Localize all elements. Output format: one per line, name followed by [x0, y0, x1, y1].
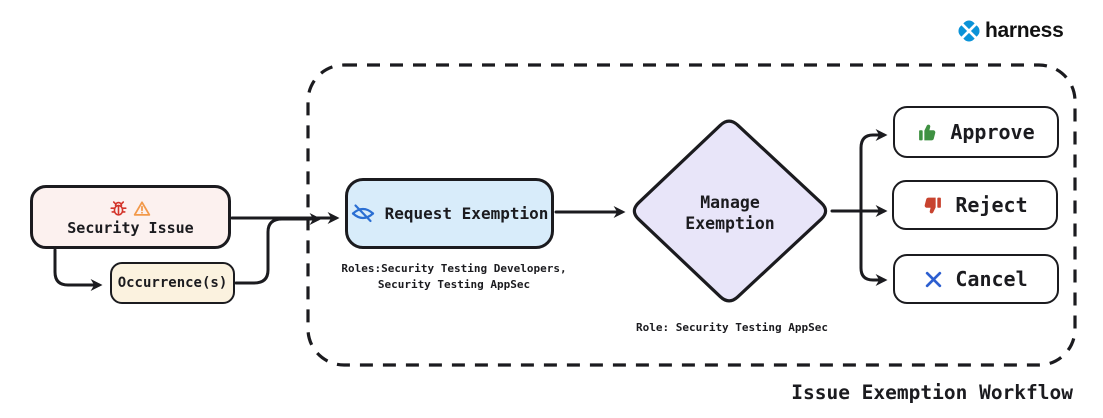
security-issue-icons — [110, 200, 151, 217]
security-issue-label: Security Issue — [67, 218, 194, 237]
arrow-occurrences-to-request-exemption — [234, 213, 322, 285]
request-exemption-node: Request Exemption — [345, 178, 554, 249]
harness-logo-icon — [956, 18, 982, 44]
eye-off-icon — [351, 203, 375, 224]
reject-label: Reject — [955, 193, 1028, 217]
bug-icon — [110, 200, 127, 217]
security-issue-node: Security Issue — [30, 185, 231, 249]
arrow-to-cancel — [859, 209, 888, 286]
thumbs-up-icon — [917, 122, 938, 143]
arrow-security-issue-to-occurrences — [53, 248, 103, 291]
harness-brand: harness — [956, 18, 1064, 44]
arrow-to-approve — [859, 129, 888, 213]
manage-exemption-label-line1: Manage — [700, 193, 760, 212]
request-exemption-label: Request Exemption — [384, 204, 549, 223]
cancel-node: Cancel — [893, 254, 1059, 304]
diagram-caption: Issue Exemption Workflow — [791, 381, 1073, 404]
cancel-label: Cancel — [955, 267, 1028, 291]
manage-exemption-role-note: Role: Security Testing AppSec — [635, 321, 829, 334]
x-icon — [924, 270, 943, 289]
roles-note-line2: Security Testing AppSec — [377, 277, 531, 291]
occurrences-node: Occurrence(s) — [110, 262, 235, 304]
thumbs-down-icon — [922, 195, 943, 216]
brand-name: harness — [985, 19, 1064, 42]
occurrences-label: Occurrence(s) — [117, 275, 228, 291]
roles-note-line1: Roles:Security Testing Developers, — [341, 262, 567, 275]
warning-icon — [133, 200, 151, 217]
approve-node: Approve — [893, 106, 1059, 158]
reject-node: Reject — [892, 180, 1058, 230]
manage-exemption-label-line2: Exemption — [685, 214, 775, 233]
request-exemption-roles-note: Roles:Security Testing Developers, Securi… — [334, 261, 574, 292]
approve-label: Approve — [950, 120, 1035, 144]
